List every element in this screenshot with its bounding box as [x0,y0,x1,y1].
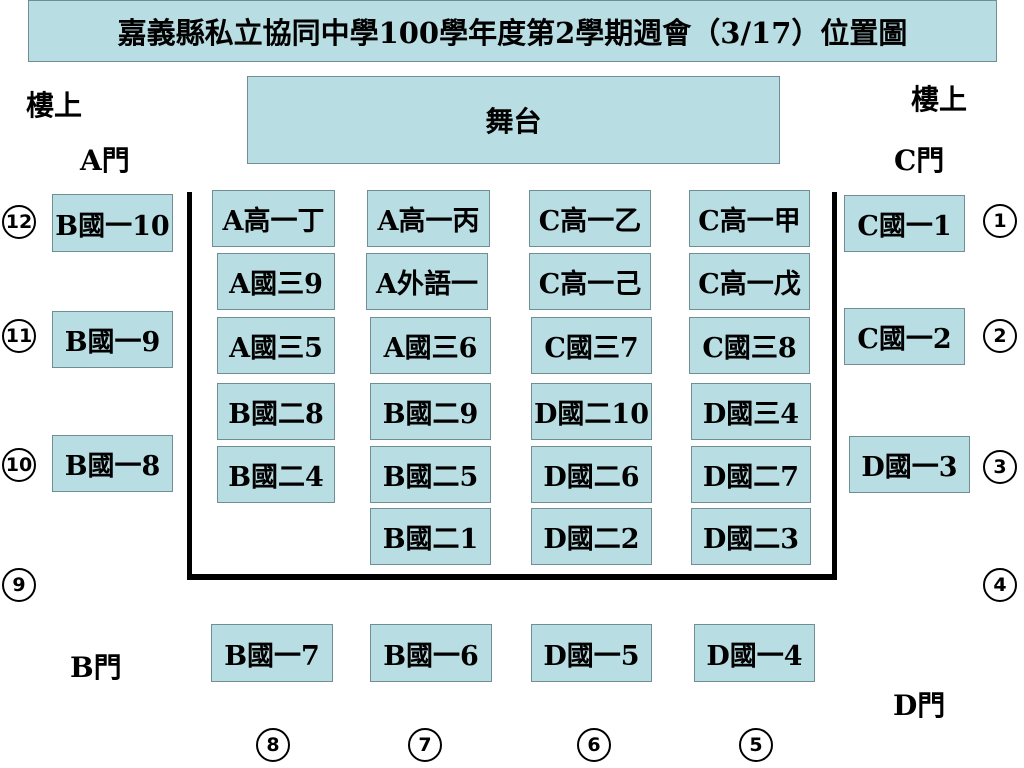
seat-d-jr2-3: D國二3 [691,508,811,565]
marker-3: 3 [983,450,1017,484]
marker-1: 1 [983,204,1017,238]
seat-b-jr2-8: B國二8 [217,383,335,440]
seat-c-jr3-7: C國三7 [531,317,652,374]
seat-a-high1-bing: A高一丙 [367,190,490,247]
seat-d-jr2-7: D國二7 [691,446,811,503]
door-d-label: D門 [893,689,946,722]
upstairs-label-left: 樓上 [26,89,83,122]
marker-11: 11 [2,319,36,353]
seat-d-jr2-2: D國二2 [531,508,652,565]
seat-a-jr3-9: A國三9 [217,253,335,310]
seat-b-jr2-5: B國二5 [370,446,491,503]
seat-b-jr1-10: B國一10 [52,194,173,252]
seat-c-high1-jia: C高一甲 [689,190,810,247]
seat-b-jr2-1: B國二1 [370,508,491,565]
page-title: 嘉義縣私立協同中學100學年度第2學期週會（3/17）位置圖 [28,0,997,62]
seat-d-jr3-4: D國三4 [691,383,811,440]
marker-10: 10 [2,448,36,482]
seat-b-jr1-8: B國一8 [52,435,173,492]
seat-c-jr1-2: C國一2 [844,308,965,365]
seat-d-jr2-6: D國二6 [531,446,652,503]
seat-c-high1-ji: C高一己 [529,253,651,310]
door-a-label: A門 [80,144,130,177]
seat-c-jr1-1: C國一1 [844,195,965,252]
seat-b-jr1-7: B國一7 [211,624,333,682]
seat-a-jr3-5: A國三5 [217,317,335,374]
seat-c-high1-wu: C高一戊 [689,253,810,310]
seat-d-jr2-10: D國二10 [531,383,652,440]
seat-b-jr1-9: B國一9 [52,311,173,368]
seat-b-jr1-6: B國一6 [370,624,492,682]
seat-b-jr2-9: B國二9 [370,383,491,440]
seat-a-high1-ding: A高一丁 [212,190,335,247]
stage: 舞台 [247,76,780,164]
seat-d-jr1-4: D國一4 [694,624,815,682]
marker-2: 2 [983,319,1017,353]
marker-7: 7 [408,728,442,762]
marker-5: 5 [739,728,773,762]
seat-b-jr2-4: B國二4 [217,446,335,503]
upstairs-label-right: 樓上 [911,83,968,116]
right-wall [832,192,837,580]
left-wall [187,192,192,580]
seat-c-high1-yi: C高一乙 [529,190,651,247]
marker-4: 4 [983,568,1017,602]
seat-d-jr1-5: D國一5 [531,624,652,682]
bottom-wall [187,574,837,580]
marker-9: 9 [2,568,36,602]
marker-8: 8 [256,728,290,762]
marker-12: 12 [2,205,36,239]
seat-a-foreign-lang1: A外語一 [366,253,488,310]
seat-a-jr3-6: A國三6 [370,317,491,374]
door-b-label: B門 [70,651,122,684]
marker-6: 6 [577,728,611,762]
seat-d-jr1-3: D國一3 [849,436,970,493]
door-c-label: C門 [894,144,945,177]
seat-c-jr3-8: C國三8 [689,317,810,374]
